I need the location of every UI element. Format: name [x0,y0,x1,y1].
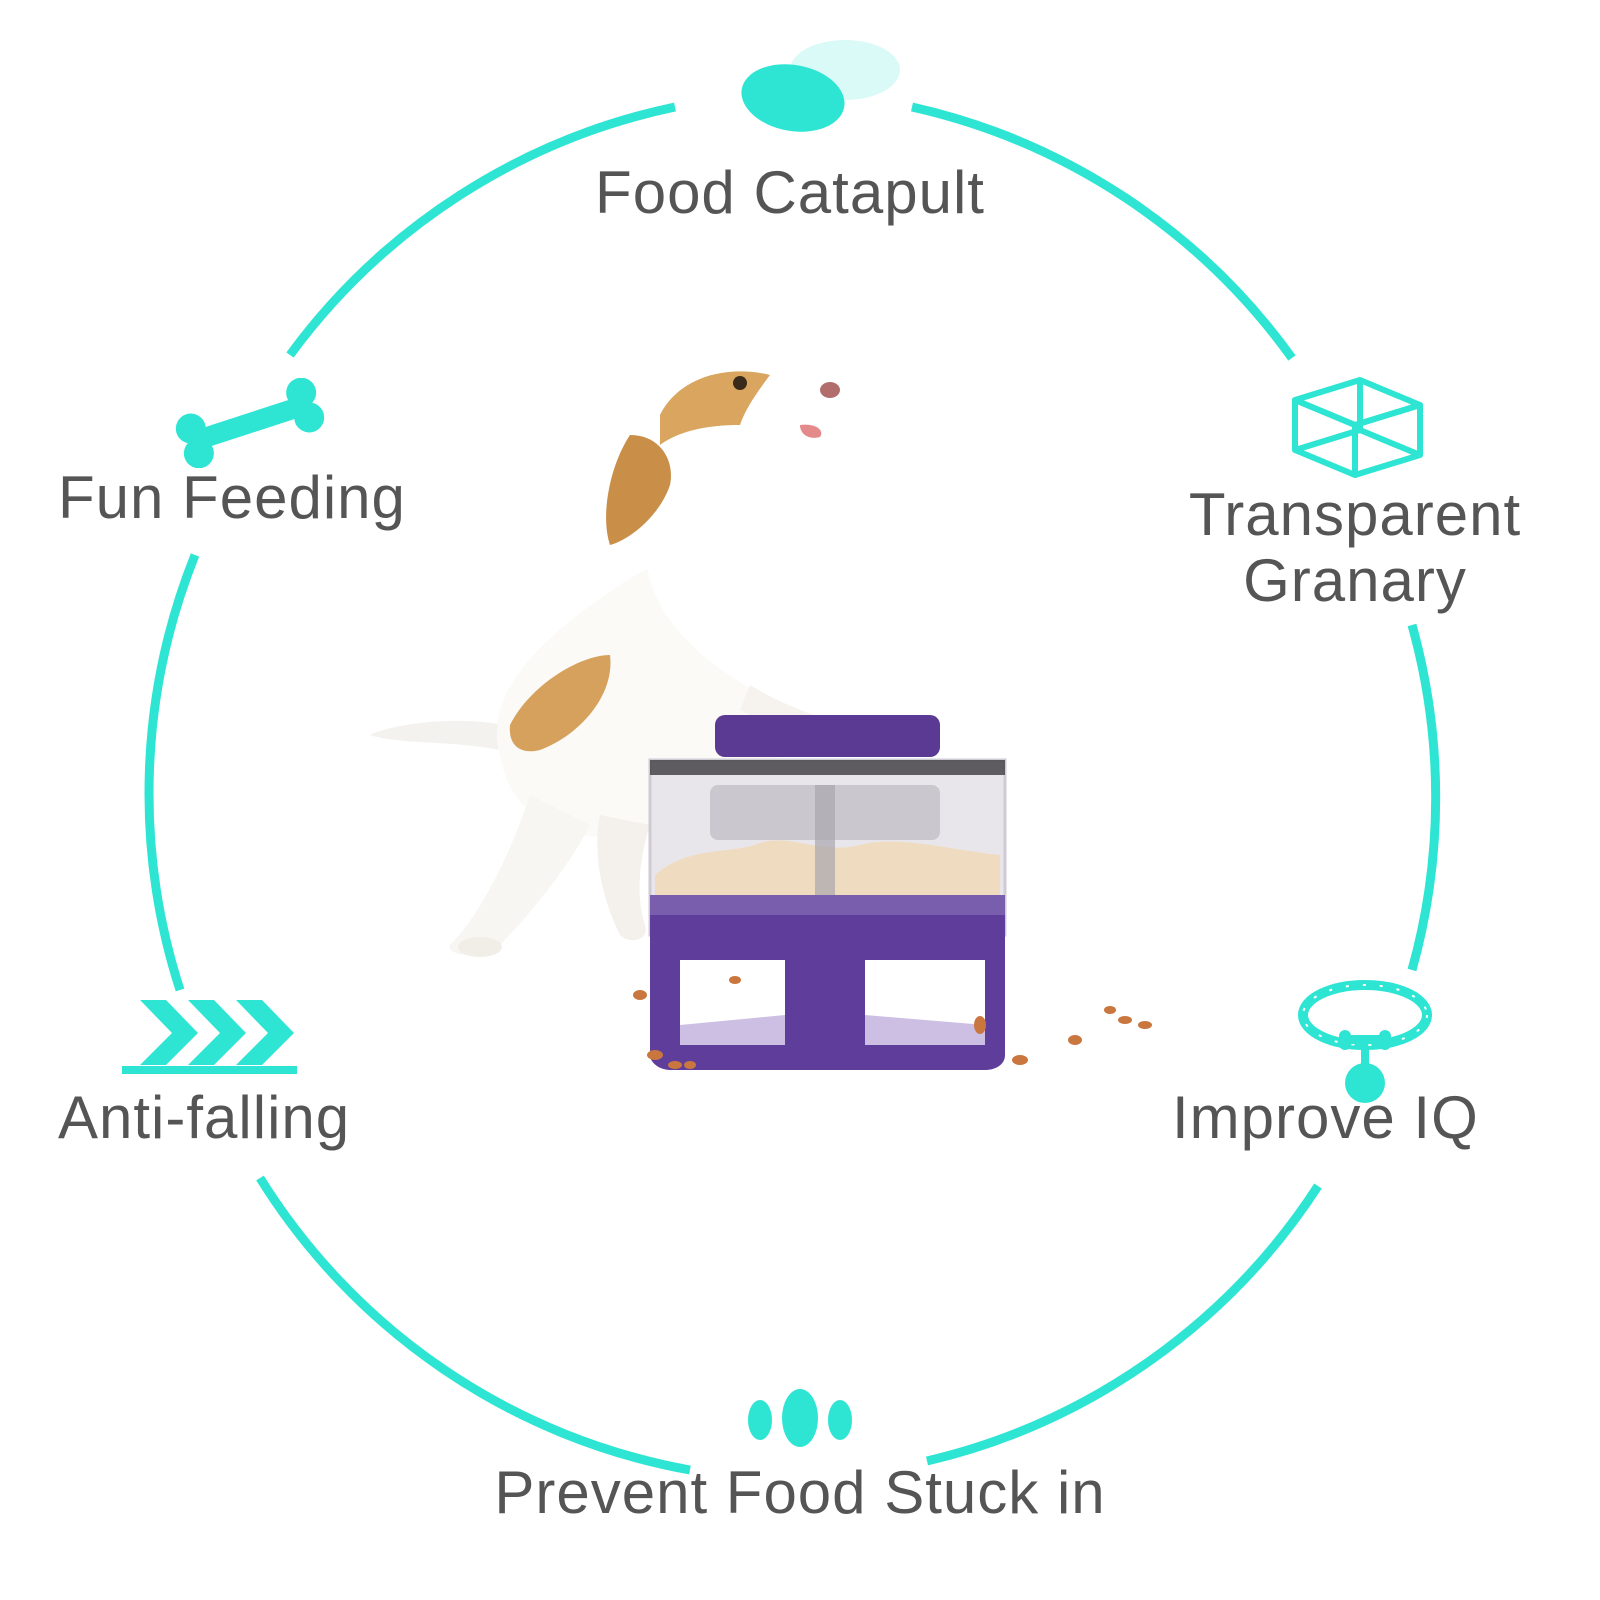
label-prevent-food-stuck: Prevent Food Stuck in [494,1459,1106,1526]
ring-arc [256,1175,691,1475]
ring-arc [144,553,200,992]
pet-collar-icon [1298,980,1432,1103]
chevrons-right-icon [122,1000,297,1074]
label-transparent-granary: Transparent Granary [1165,482,1545,614]
label-improve-iq: Improve IQ [1172,1084,1479,1151]
label-fun-feeding: Fun Feeding [58,464,406,531]
label-food-catapult: Food Catapult [595,159,985,226]
kibble-pieces [633,976,1152,1069]
dog-with-feeder-illustration [370,370,1152,1070]
cube-outline-icon [1292,377,1423,478]
ring-arc [1407,623,1441,972]
three-dots-icon [748,1389,852,1447]
food-dispenser-product [648,715,1007,1070]
label-transparent-granary-line2: Granary [1243,547,1467,614]
label-transparent-granary-line1: Transparent [1188,481,1522,548]
ring-arc [911,102,1296,361]
flying-disc-icon [741,40,900,132]
bone-icon [175,378,325,468]
ring-arc [286,102,676,358]
label-anti-falling: Anti-falling [58,1084,351,1151]
ring-arc [925,1183,1322,1466]
